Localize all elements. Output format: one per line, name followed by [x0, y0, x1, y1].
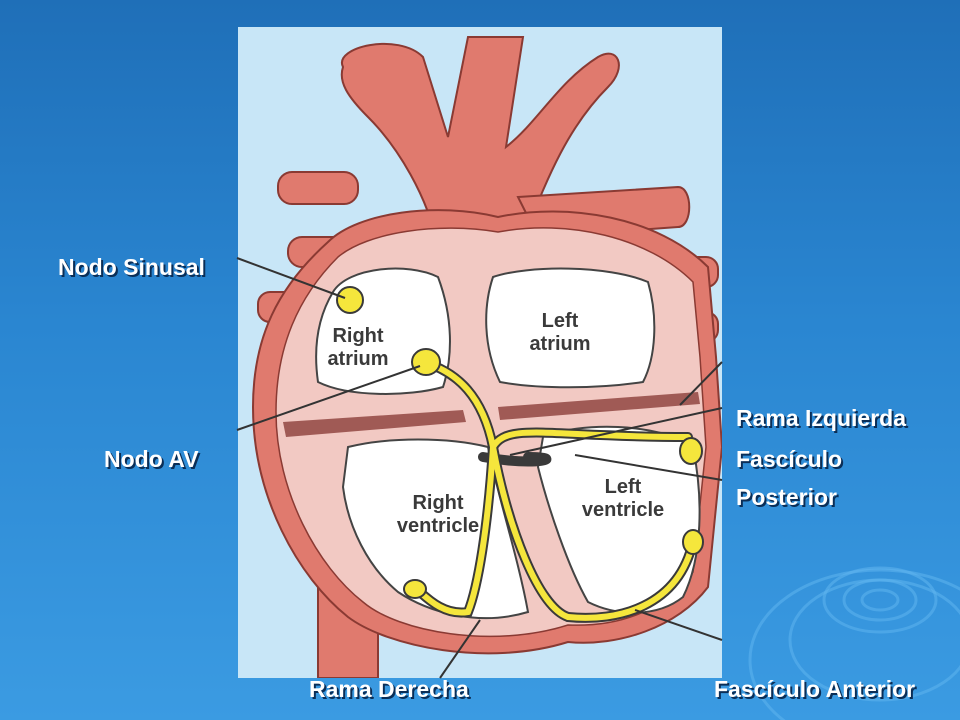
label-nodo-sinusal: Nodo Sinusal: [58, 254, 205, 280]
right-ventricle-label-line1: Right: [412, 492, 463, 514]
right-ventricle-label-line2: ventricle: [397, 515, 479, 537]
left-ventricle-label-line1: Left: [605, 476, 642, 498]
left-ventricle-chamber: [536, 425, 701, 614]
label-nodo-av: Nodo AV: [104, 446, 199, 472]
posterior-fascicle-end: [679, 437, 703, 465]
av-node: [411, 348, 441, 376]
water-ripple-decoration: [748, 566, 960, 720]
sinus-node: [336, 286, 364, 314]
label-rama-derecha: Rama Derecha: [309, 676, 469, 702]
conduction-fibers: [410, 359, 696, 621]
right-bundle-end: [403, 579, 427, 599]
av-septum-left: [498, 392, 700, 420]
left-ventricle-label-line2: ventricle: [582, 499, 664, 521]
left-atrium-label-line2: atrium: [529, 333, 590, 355]
av-septum-right: [283, 410, 466, 437]
left-atrium-chamber: [485, 267, 656, 389]
heart-conduction-diagram: Right atrium Left atrium Right ventricle…: [238, 27, 722, 678]
right-atrium-label-line2: atrium: [327, 348, 388, 370]
label-rama-izquierda: Rama Izquierda: [736, 405, 906, 431]
anterior-fascicle-end: [682, 529, 704, 555]
label-posterior: Posterior: [736, 484, 837, 510]
left-atrium-label-line1: Left: [542, 310, 579, 332]
label-fasciculo-anterior: Fascículo Anterior: [714, 676, 916, 702]
label-fasciculo: Fascículo: [736, 446, 843, 472]
right-atrium-label-line1: Right: [332, 325, 383, 347]
